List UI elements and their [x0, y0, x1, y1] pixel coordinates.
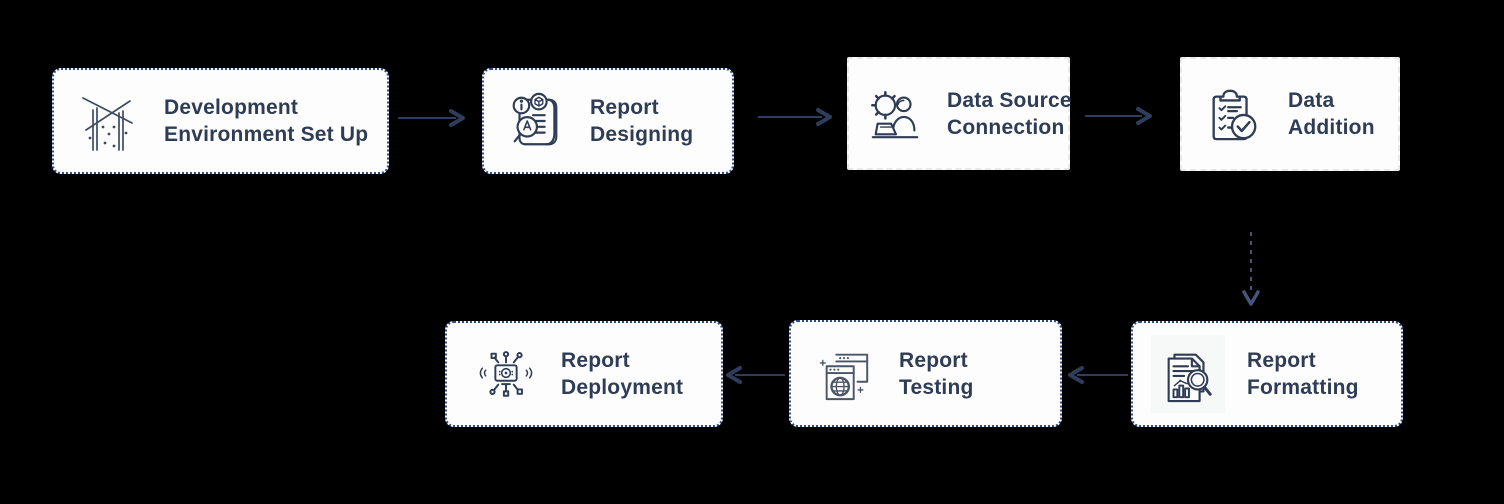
arrow-formatting-to-testing	[1068, 366, 1128, 384]
step-label-line1: Report	[1247, 349, 1316, 372]
step-label: Report Formatting	[1247, 347, 1359, 401]
step-report-deployment[interactable]: Report Deployment	[445, 321, 723, 427]
step-label: Report Testing	[899, 347, 974, 401]
step-report-designing[interactable]: Report Designing	[482, 68, 734, 174]
step-development-environment-setup[interactable]: Development Environment Set Up	[52, 68, 389, 174]
scaffolding-icon	[76, 86, 140, 156]
step-label-line2: Deployment	[561, 376, 684, 399]
step-label: Data Addition	[1288, 87, 1375, 141]
document-magnifier-design-icon	[504, 88, 566, 154]
arrow-dev-to-designing	[398, 109, 465, 127]
step-label: Development Environment Set Up	[164, 94, 368, 148]
arrow-datasource-to-addition	[1085, 107, 1152, 125]
clipboard-checklist-icon	[1204, 84, 1262, 144]
network-node-deployment-icon	[477, 345, 535, 403]
arrow-addition-to-formatting	[1242, 232, 1260, 306]
step-label-line1: Development	[164, 96, 299, 119]
step-label-line2: Addition	[1288, 116, 1375, 139]
documents-chart-magnifier-icon	[1151, 335, 1225, 413]
step-label-line2: Formatting	[1247, 376, 1359, 399]
step-label-line1: Report	[899, 348, 968, 372]
step-label: Data Source Connection	[947, 87, 1072, 141]
step-label-line2: Designing	[590, 123, 694, 146]
step-label-line1: Report	[590, 96, 659, 119]
step-label-line1: Data	[1288, 89, 1335, 112]
step-data-source-connection[interactable]: Data Source Connection	[847, 57, 1072, 170]
step-report-formatting[interactable]: Report Formatting	[1131, 321, 1403, 427]
browser-globe-icon	[817, 345, 873, 403]
arrow-designing-to-datasource	[758, 108, 832, 126]
step-report-testing[interactable]: Report Testing	[789, 320, 1062, 427]
step-label-line1: Data Source	[947, 88, 1072, 112]
arrow-testing-to-deployment	[726, 366, 785, 384]
step-label-line1: Report	[561, 349, 630, 372]
person-laptop-gear-icon	[865, 84, 927, 144]
step-label-line2: Environment Set Up	[164, 123, 369, 146]
step-label-line2: Testing	[899, 375, 974, 399]
step-data-addition[interactable]: Data Addition	[1180, 57, 1400, 171]
step-label-line2: Connection	[947, 115, 1065, 139]
step-label: Report Deployment	[561, 347, 683, 401]
step-label: Report Designing	[590, 94, 693, 148]
